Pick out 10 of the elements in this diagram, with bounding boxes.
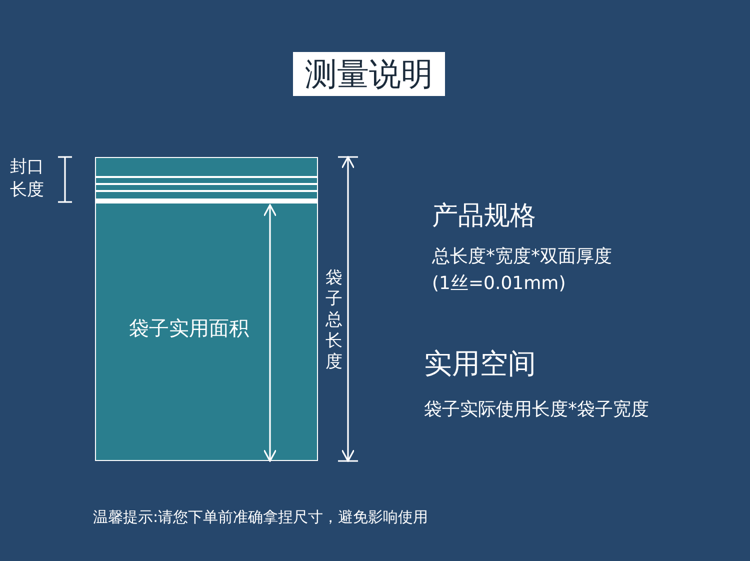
title: 测量说明 xyxy=(293,52,445,96)
spec-text: 袋子实际使用长度*袋子宽度 xyxy=(424,398,649,421)
note-text: (1丝=0.01mm) xyxy=(432,272,566,295)
heading: 实用空间 xyxy=(424,346,536,382)
note-text: 温馨提示:请您下单前准确拿捏尺寸，避免影响使用 xyxy=(93,508,428,527)
dimension-label: 袋子总长度 xyxy=(324,268,344,373)
spec-text: 总长度*宽度*双面厚度 xyxy=(432,245,612,268)
bag-drawing xyxy=(95,157,318,461)
dimension-label: 封口长度 xyxy=(10,156,45,202)
heading: 产品规格 xyxy=(432,200,536,233)
